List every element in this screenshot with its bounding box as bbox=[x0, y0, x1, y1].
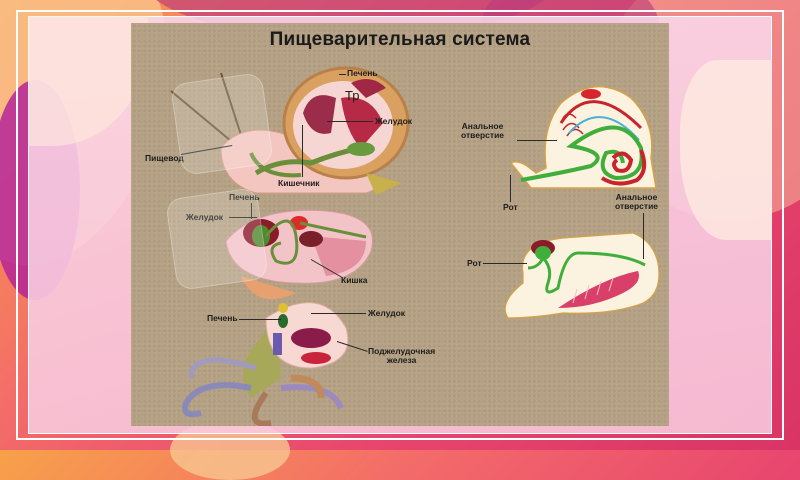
label-anus-line1: Анальное bbox=[615, 192, 658, 202]
decorative-wash bbox=[680, 60, 772, 240]
leader-line bbox=[251, 203, 252, 219]
label-liver: Печень bbox=[229, 192, 260, 202]
label-mouth: Рот bbox=[467, 258, 482, 268]
label-intestine: Кишечник bbox=[278, 178, 320, 188]
bivalve-illustration bbox=[225, 209, 373, 300]
label-stomach: Желудок bbox=[368, 308, 406, 318]
leader-line bbox=[311, 313, 366, 314]
label-stomach: Желудок bbox=[375, 116, 413, 126]
snail-illustration bbox=[170, 66, 410, 195]
label-gut: Кишка bbox=[341, 275, 368, 285]
label-anus-line2: отверстие bbox=[461, 130, 505, 140]
label-tr: Тр bbox=[345, 88, 360, 103]
label-stomach: Желудок bbox=[186, 212, 224, 222]
label-pancreas-line2: железа bbox=[386, 355, 417, 365]
leader-line bbox=[339, 74, 346, 75]
label-pancreas: Поджелудочная железа bbox=[368, 347, 435, 365]
label-liver: Печень bbox=[347, 68, 378, 78]
label-anus-line2: отверстие bbox=[615, 201, 659, 211]
label-esophagus: Пищевод bbox=[145, 153, 184, 163]
slide-outer-frame bbox=[16, 10, 784, 440]
digestive-system-illustration: Пищеварительная система Печень Тр Желудо… bbox=[131, 23, 669, 426]
label-anus: Анальное отверстие bbox=[615, 193, 658, 211]
watermark bbox=[170, 72, 274, 176]
leader-line bbox=[229, 217, 257, 218]
snail-schematic-illustration bbox=[509, 86, 657, 189]
leader-line bbox=[517, 140, 557, 141]
label-pancreas-line1: Поджелудочная bbox=[368, 346, 436, 356]
octopus-illustration bbox=[182, 302, 349, 426]
watermark bbox=[165, 187, 269, 291]
label-anus: Анальное отверстие bbox=[461, 122, 504, 140]
leader-line bbox=[302, 125, 303, 177]
leader-line bbox=[643, 213, 644, 259]
label-anus-line1: Анальное bbox=[461, 121, 504, 131]
bivalve-schematic-illustration bbox=[504, 232, 660, 319]
leader-line bbox=[327, 121, 373, 122]
leader-line bbox=[239, 319, 281, 320]
leader-line bbox=[510, 175, 511, 202]
slide-title: Пищеварительная система bbox=[269, 29, 531, 50]
label-liver: Печень bbox=[207, 313, 238, 323]
leader-line bbox=[483, 263, 527, 264]
label-mouth: Рот bbox=[503, 202, 518, 212]
